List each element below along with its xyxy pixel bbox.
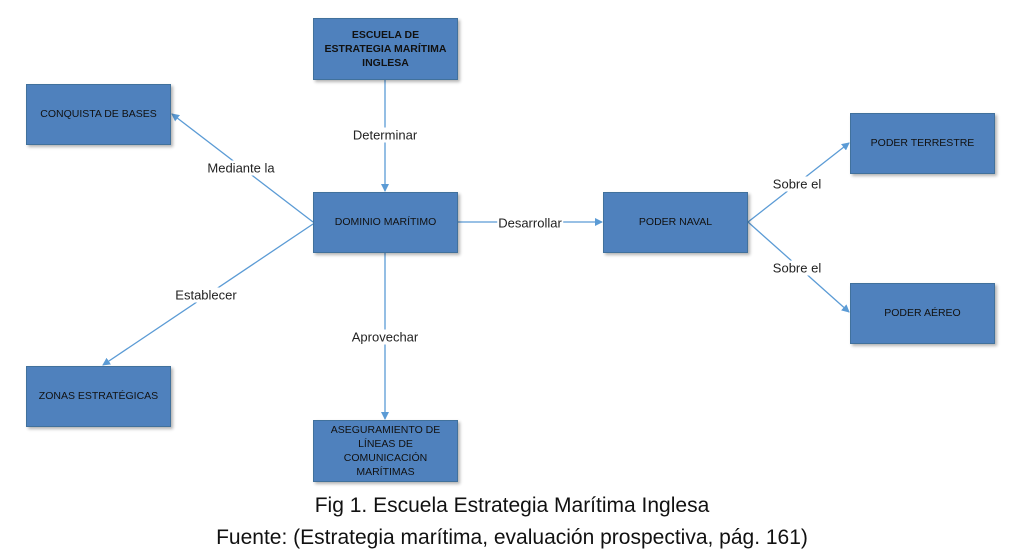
label-sobre-terrestre: Sobre el [771,176,823,192]
label-establecer: Establecer [174,287,238,303]
node-terrestre: PODER TERRESTRE [850,113,995,174]
node-zonas: ZONAS ESTRATÉGICAS [26,366,171,427]
node-aereo: PODER AÉREO [850,283,995,344]
label-determinar: Determinar [351,127,419,143]
node-dominio: DOMINIO MARÍTIMO [313,192,458,253]
label-aprovechar: Aprovechar [350,329,420,345]
label-desarrollar: Desarrollar [497,215,563,231]
figure-caption: Fig 1. Escuela Estrategia Marítima Ingle… [314,494,710,517]
node-naval: PODER NAVAL [603,192,748,253]
node-escuela: ESCUELA DE ESTRATEGIA MARÍTIMA INGLESA [313,18,458,80]
label-mediante: Mediante la [206,160,276,176]
label-sobre-aereo: Sobre el [771,260,823,276]
node-conquista: CONQUISTA DE BASES [26,84,171,145]
node-aseguramiento: ASEGURAMIENTO DE LÍNEAS DE COMUNICACIÓN … [313,420,458,482]
figure-source: Fuente: (Estrategia marítima, evaluación… [216,526,808,549]
